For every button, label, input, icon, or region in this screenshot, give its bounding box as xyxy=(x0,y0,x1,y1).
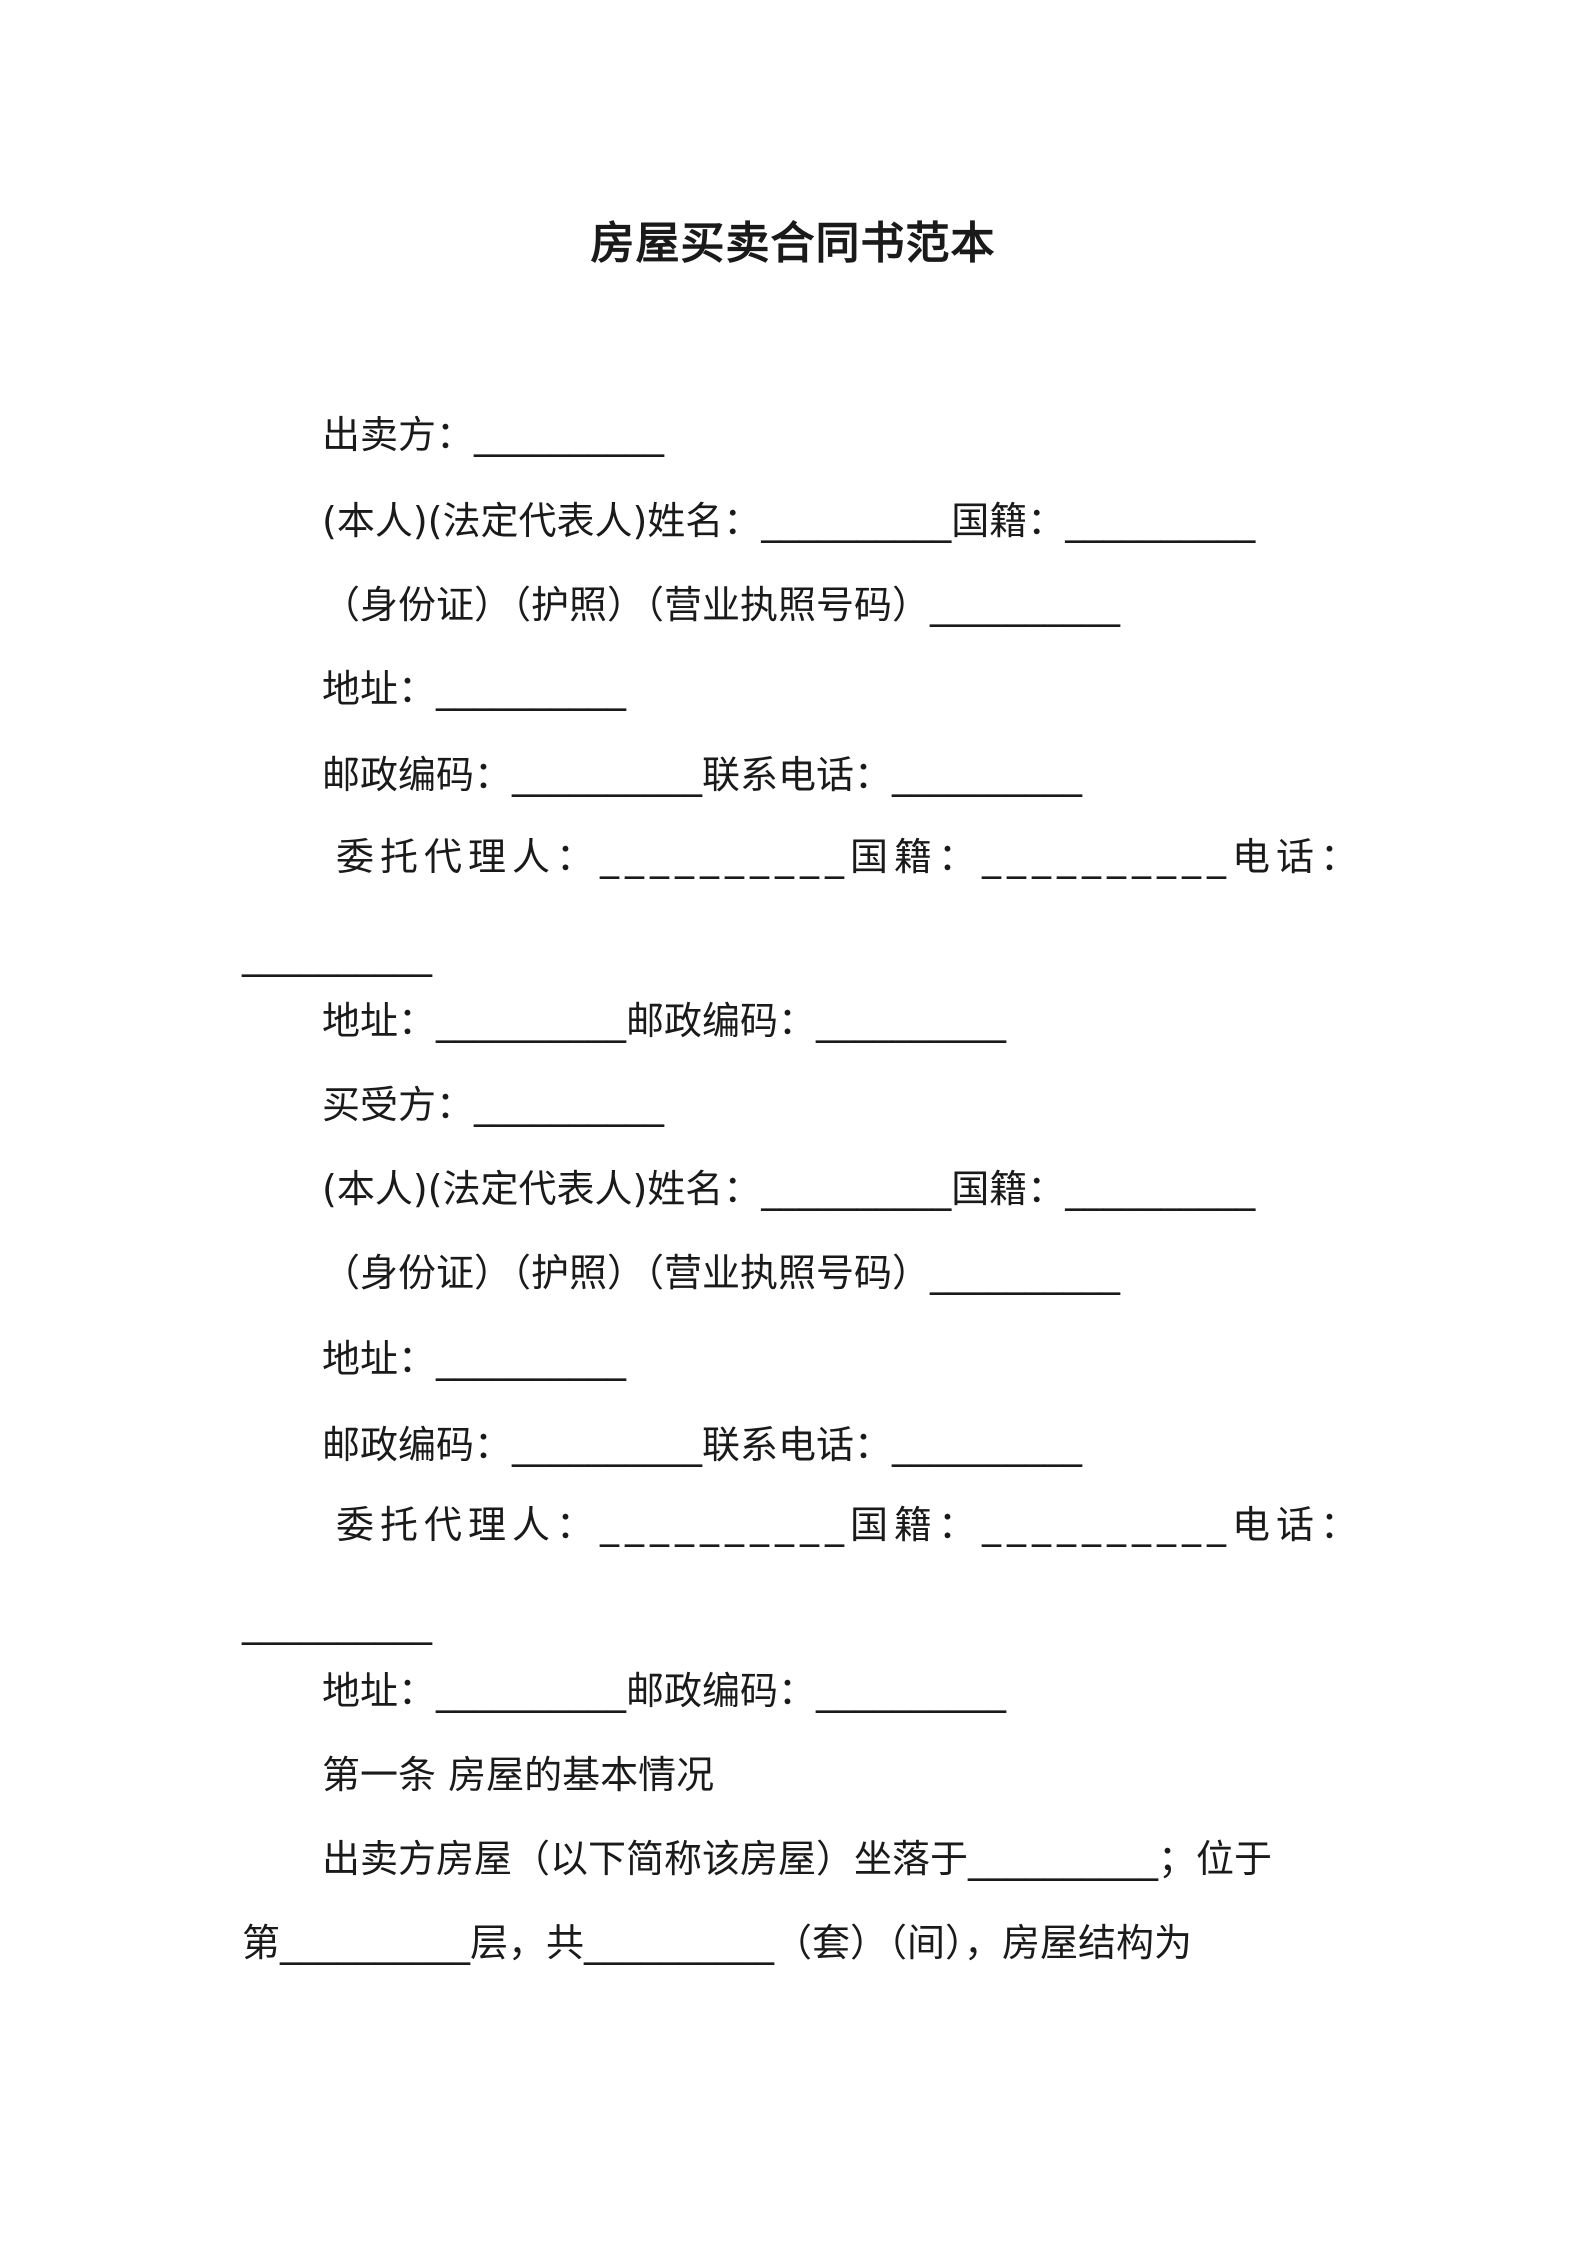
buyer-name-nationality: (本人)(法定代表人)姓名：__________国籍：__________ xyxy=(322,1167,1256,1211)
buyer-agent-phone-blank: __________ xyxy=(242,1601,432,1645)
seller-postal-phone: 邮政编码：__________联系电话：__________ xyxy=(322,753,1083,797)
seller-label: 出卖方：__________ xyxy=(322,413,665,457)
buyer-id-number: （身份证）（护照）（营业执照号码）__________ xyxy=(322,1251,1121,1295)
seller-agent-address: 地址：__________邮政编码：__________ xyxy=(322,999,1007,1043)
buyer-label: 买受方：__________ xyxy=(322,1083,665,1127)
seller-name-nationality: (本人)(法定代表人)姓名：__________国籍：__________ xyxy=(322,499,1256,543)
buyer-agent-address: 地址：__________邮政编码：__________ xyxy=(322,1669,1007,1713)
document-title: 房屋买卖合同书范本 xyxy=(590,218,996,269)
article-one-heading: 第一条 房屋的基本情况 xyxy=(322,1753,715,1797)
seller-agent-line: 委托代理人：__________国籍：__________电话： xyxy=(336,835,1365,879)
article-one-text-2: 第__________层，共__________（套）（间），房屋结构为 xyxy=(242,1921,1193,1965)
article-one-text-1: 出卖方房屋（以下简称该房屋）坐落于__________；位于 xyxy=(322,1837,1273,1881)
seller-address: 地址：__________ xyxy=(322,667,627,711)
buyer-agent-line: 委托代理人：__________国籍：__________电话： xyxy=(336,1503,1365,1547)
seller-id-number: （身份证）（护照）（营业执照号码）__________ xyxy=(322,583,1121,627)
buyer-postal-phone: 邮政编码：__________联系电话：__________ xyxy=(322,1423,1083,1467)
buyer-address: 地址：__________ xyxy=(322,1337,627,1381)
seller-agent-phone-blank: __________ xyxy=(242,933,432,977)
